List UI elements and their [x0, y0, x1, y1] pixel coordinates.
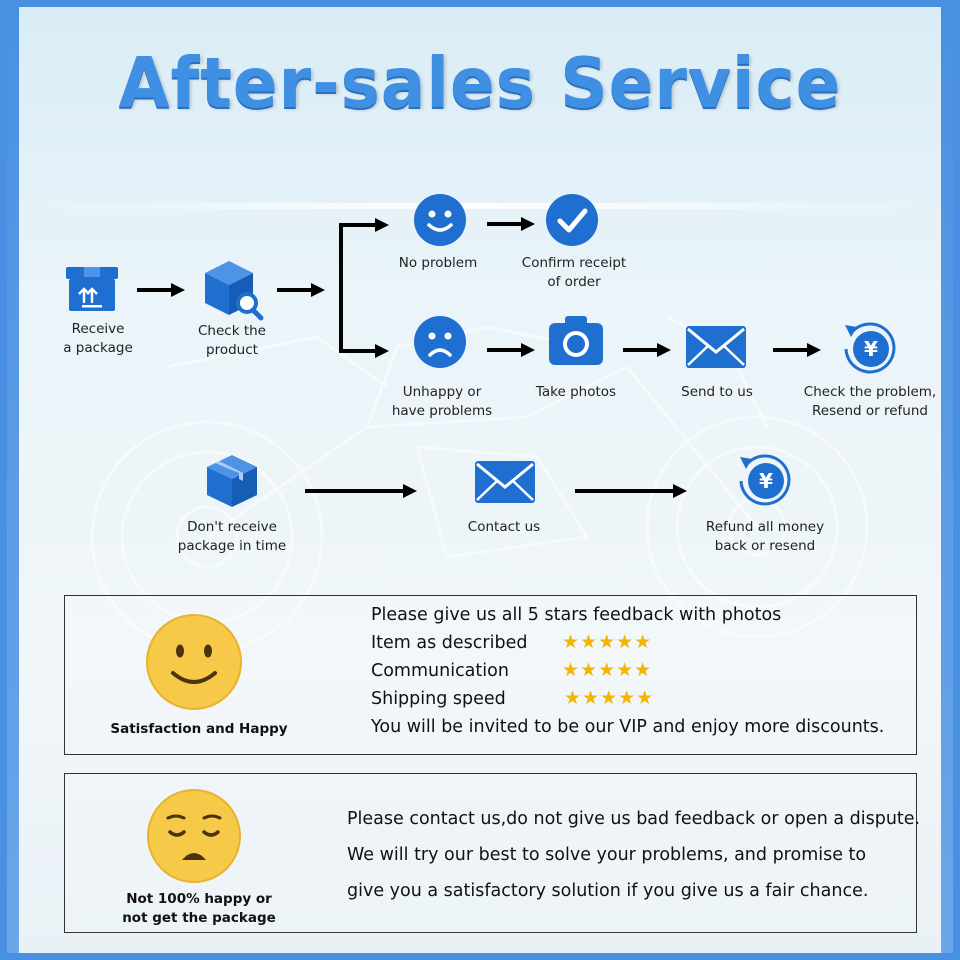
receive-label: Receive a package: [63, 321, 133, 356]
contact-line: give you a satisfactory solution if you …: [347, 881, 869, 901]
arrow-icon: [487, 217, 535, 231]
confirm-label: Confirm receipt of order: [521, 255, 627, 290]
envelope-icon: [475, 461, 535, 503]
arrow-icon: [305, 484, 417, 498]
sad-emoji-icon: [147, 789, 241, 883]
refund-all-label: Refund all money back or resend: [705, 519, 825, 554]
unhappy-label: Unhappy or have problems: [391, 384, 493, 419]
arrow-icon: [137, 283, 185, 297]
rating-label: Communication: [371, 661, 509, 681]
happy-label: Satisfaction and Happy: [110, 721, 288, 737]
branch-arrow-icon: [339, 218, 389, 358]
contact-line: We will try our best to solve your probl…: [347, 845, 867, 865]
contact-label: Contact us: [467, 519, 541, 535]
star-rating: ★★★★★: [562, 631, 653, 653]
arrow-icon: [623, 343, 671, 357]
vip-note: You will be invited to be our VIP and en…: [371, 717, 885, 737]
smile-icon: [414, 194, 466, 246]
star-rating: ★★★★★: [564, 687, 655, 709]
box-search-icon: [205, 261, 264, 321]
photos-label: Take photos: [535, 384, 617, 400]
unhappy-face-label: Not 100% happy or not get the package: [122, 891, 276, 926]
feedback-headline: Please give us all 5 stars feedback with…: [371, 605, 782, 625]
camera-icon: [549, 316, 603, 365]
happy-emoji-icon: [146, 614, 242, 710]
page-title: After-sales Service: [118, 43, 842, 124]
arrow-icon: [487, 343, 535, 357]
svg-text:¥: ¥: [864, 337, 878, 361]
light-streak: [7, 203, 953, 209]
arrow-icon: [773, 343, 821, 357]
check-label: Check the product: [198, 323, 266, 358]
arrow-icon: [575, 484, 687, 498]
star-rating: ★★★★★: [562, 659, 653, 681]
envelope-icon: [686, 326, 746, 368]
check-circle-icon: [546, 194, 598, 246]
sad-icon: [414, 316, 466, 368]
refund-icon: ¥: [739, 454, 791, 506]
no-problem-label: No problem: [398, 255, 478, 271]
refund-icon: ¥: [844, 322, 896, 374]
box-icon: [207, 455, 257, 507]
contact-line: Please contact us,do not give us bad fee…: [347, 809, 921, 829]
dont-receive-label: Don't receive package in time: [177, 519, 287, 554]
send-label: Send to us: [681, 384, 753, 400]
resend-label: Check the problem, Resend or refund: [803, 384, 937, 419]
package-icon: [66, 267, 118, 311]
arrow-icon: [277, 283, 325, 297]
rating-label: Shipping speed: [371, 689, 506, 709]
rating-label: Item as described: [371, 633, 528, 653]
svg-text:¥: ¥: [759, 469, 773, 493]
